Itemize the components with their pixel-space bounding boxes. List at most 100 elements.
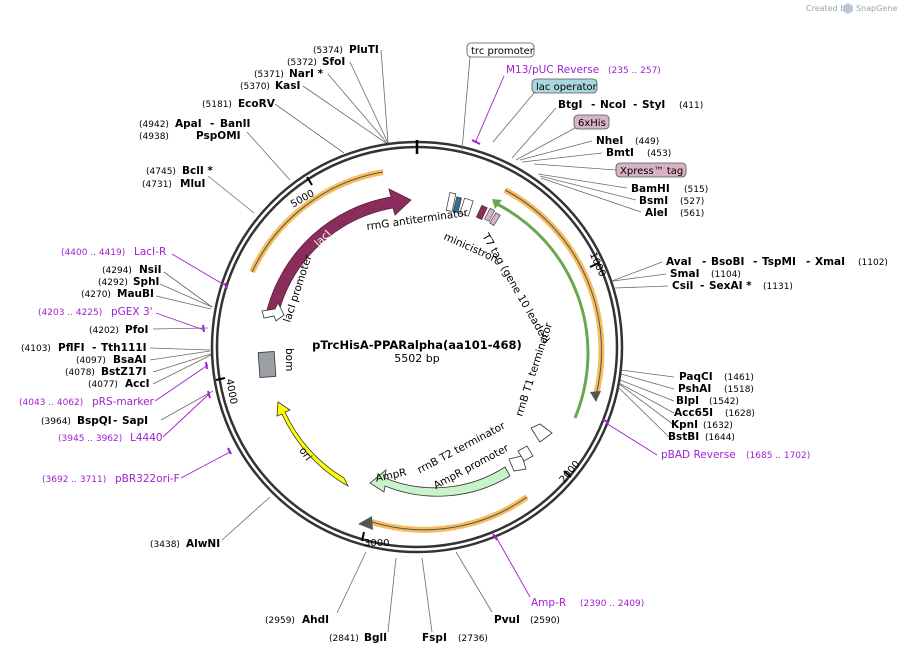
primer-amp-r-name: Amp-R bbox=[531, 597, 566, 609]
enzyme-pflfi-name: PflFI bbox=[58, 342, 85, 354]
enzyme-bspqi[interactable]: (3964) BspQI - SapI bbox=[41, 390, 214, 427]
ampR-promoter-feature[interactable] bbox=[508, 455, 527, 472]
rrnB-T2-terminator-feature[interactable] bbox=[517, 445, 534, 462]
enzyme-nsii-pos: (4294) bbox=[102, 266, 132, 276]
enzyme-nari-name: NarI * bbox=[289, 68, 324, 80]
enzyme-ahdi[interactable]: (2959) AhdI bbox=[265, 551, 367, 626]
primer-pbr322ori-f-name: pBR322ori-F bbox=[115, 473, 180, 485]
enzyme-nsii-group[interactable]: (4294) NsiI (4292) SphI (4270) MauBI bbox=[81, 264, 213, 310]
enzyme-csii-name: CsiI bbox=[672, 280, 693, 292]
primer-prs-marker[interactable]: (4043 .. 4062) pRS-marker bbox=[19, 361, 209, 408]
enzyme-pfoi-name: PfoI bbox=[125, 324, 148, 336]
enzyme-acci-name: AccI bbox=[125, 378, 149, 390]
primer-laci-r-name: LacI-R bbox=[134, 246, 166, 258]
enzyme-pluti[interactable]: (5374) PluTI bbox=[313, 44, 389, 144]
enzyme-ahdi-name: AhdI bbox=[302, 614, 329, 626]
svg-text:-: - bbox=[113, 415, 117, 427]
enzyme-sfoi-name: SfoI bbox=[322, 56, 345, 68]
enzyme-pflfi-group[interactable]: (4103) PflFI - Tth111I (4097) BsaAI (407… bbox=[21, 342, 212, 390]
plasmid-length: 5502 bp bbox=[394, 352, 439, 365]
enzyme-alei-pos: (561) bbox=[680, 209, 704, 219]
enzyme-styi-pos: (411) bbox=[679, 101, 703, 111]
enzyme-avai-group[interactable]: AvaI - BsoBI - TspMI - XmaI (1102) SmaI … bbox=[611, 256, 888, 292]
lacI-feature[interactable] bbox=[266, 188, 412, 312]
rrnB-T1-terminator-feature[interactable] bbox=[530, 423, 553, 443]
primer-laci-r[interactable]: (4400 .. 4419) LacI-R bbox=[61, 246, 228, 290]
ampR-orf-arrowhead bbox=[358, 516, 373, 530]
enzyme-paqci-group[interactable]: PaqCI (1461) PshAI (1518) BlpI (1542) Ac… bbox=[617, 369, 755, 443]
xpress-tag-callout[interactable]: Xpress™ tag bbox=[533, 162, 687, 178]
insert-orf-line bbox=[504, 189, 602, 396]
enzyme-bsmi-pos: (527) bbox=[680, 197, 704, 207]
enzyme-apai-pos: (4942) bbox=[139, 120, 169, 130]
enzyme-bcli[interactable]: (4745) BclI * (4731) MluI bbox=[142, 165, 255, 214]
enzyme-kasi[interactable]: (5370) KasI bbox=[240, 80, 387, 144]
trc-promoter-callout[interactable]: trc promoter bbox=[461, 42, 535, 151]
tick-3000-label: 3000 bbox=[364, 538, 389, 549]
snapgene-logo-icon bbox=[843, 3, 853, 14]
enzyme-pluti-pos: (5374) bbox=[313, 46, 343, 56]
xpress-tag-feature[interactable] bbox=[489, 212, 501, 226]
enzyme-pfoi[interactable]: (4202) PfoI bbox=[89, 324, 209, 336]
bom-feature[interactable] bbox=[257, 351, 277, 378]
6xhis-box-label: 6xHis bbox=[578, 118, 606, 129]
enzyme-fspi-name: FspI bbox=[422, 632, 447, 644]
enzyme-bcli-name: BclI * bbox=[182, 165, 213, 177]
6xhis-callout[interactable]: 6xHis bbox=[515, 114, 610, 161]
snapgene-label: SnapGene bbox=[856, 4, 897, 13]
primer-m13-puc-reverse-range: (235 .. 257) bbox=[608, 66, 661, 76]
lac-operator-feature[interactable] bbox=[452, 196, 462, 213]
enzyme-pspomi-name: PspOMI bbox=[196, 130, 241, 142]
enzyme-blpi-pos: (1542) bbox=[709, 397, 739, 407]
plasmid-name: pTrcHisA-PPARalpha(aa101-468) bbox=[312, 338, 522, 352]
enzyme-pflfi-pos: (4103) bbox=[21, 344, 51, 354]
primer-pgex-3[interactable]: (4203 .. 4225) pGEX 3' bbox=[38, 306, 205, 333]
enzyme-pvui[interactable]: PvuI (2590) bbox=[455, 551, 560, 626]
ori-feature[interactable] bbox=[276, 401, 349, 487]
trc-promoter-feature[interactable] bbox=[445, 192, 457, 212]
6xHis-feature[interactable] bbox=[484, 207, 495, 222]
enzyme-apai[interactable]: (4942) ApaI - BanII (4938) PspOMI bbox=[139, 118, 291, 181]
enzyme-mlui-pos: (4731) bbox=[142, 180, 172, 190]
minicistron-feature[interactable] bbox=[475, 204, 488, 221]
lac-operator-callout[interactable]: lac operator bbox=[492, 78, 597, 143]
enzyme-avai-name: AvaI bbox=[666, 256, 692, 268]
primer-l4440-name: L4440 bbox=[130, 432, 163, 444]
primer-m13-puc-reverse[interactable]: M13/pUC Reverse (235 .. 257) bbox=[471, 64, 661, 145]
primer-prs-marker-range: (4043 .. 4062) bbox=[19, 398, 83, 408]
enzyme-bamhi-name: BamHI bbox=[631, 183, 670, 195]
enzyme-bstbi-pos: (1644) bbox=[705, 433, 735, 443]
svg-text:-: - bbox=[702, 256, 706, 268]
enzyme-ecorv[interactable]: (5181) EcoRV bbox=[202, 98, 345, 154]
enzyme-bsaai-pos: (4097) bbox=[76, 356, 106, 366]
enzyme-pvui-pos: (2590) bbox=[530, 616, 560, 626]
primer-pbr322ori-f[interactable]: (3692 .. 3711) pBR322ori-F bbox=[42, 447, 232, 485]
primer-l4440[interactable]: (3945 .. 3962) L4440 bbox=[58, 390, 211, 444]
lacI-promoter-feature[interactable] bbox=[261, 302, 285, 322]
enzyme-nhei-group[interactable]: NheI (449) BmtI (453) bbox=[519, 135, 671, 163]
enzyme-blpi-name: BlpI bbox=[676, 395, 699, 407]
enzyme-kasi-pos: (5370) bbox=[240, 82, 270, 92]
enzyme-bgli-name: BglI bbox=[364, 632, 387, 644]
t7-tag-label: T7 tag (gene 10 leader) bbox=[479, 231, 552, 346]
enzyme-btgi-group[interactable]: BtgI - NcoI - StyI (411) bbox=[511, 99, 703, 159]
enzyme-bmti-pos: (453) bbox=[647, 149, 671, 159]
primer-pbad-reverse[interactable]: pBAD Reverse (1685 .. 1702) bbox=[602, 418, 810, 461]
enzyme-apai-name: ApaI bbox=[175, 118, 202, 130]
primer-amp-r[interactable]: Amp-R (2390 .. 2409) bbox=[492, 533, 644, 609]
rrnG-antiterminator-feature[interactable] bbox=[459, 197, 474, 217]
enzyme-bcli-pos: (4745) bbox=[146, 167, 176, 177]
enzyme-nari[interactable]: (5371) NarI * bbox=[254, 68, 388, 144]
lac-operator-box-label: lac operator bbox=[536, 82, 597, 93]
enzyme-bspqi-pos: (3964) bbox=[41, 417, 71, 427]
enzyme-sfoi-pos: (5372) bbox=[287, 58, 317, 68]
enzyme-bamhi-pos: (515) bbox=[684, 185, 708, 195]
enzyme-fspi[interactable]: FspI (2736) bbox=[421, 557, 488, 644]
enzyme-sfoi[interactable]: (5372) SfoI bbox=[287, 56, 389, 144]
enzyme-bgli[interactable]: (2841) BglI bbox=[329, 557, 397, 644]
enzyme-bamhi-group[interactable]: BamHI (515) BsmI (527) AleI (561) bbox=[537, 173, 708, 219]
enzyme-ecorv-name: EcoRV bbox=[238, 98, 276, 110]
enzyme-alwni[interactable]: (3438) AlwNI bbox=[150, 496, 271, 550]
ampR-feature[interactable] bbox=[369, 466, 511, 497]
enzyme-sphi-pos: (4292) bbox=[98, 278, 128, 288]
